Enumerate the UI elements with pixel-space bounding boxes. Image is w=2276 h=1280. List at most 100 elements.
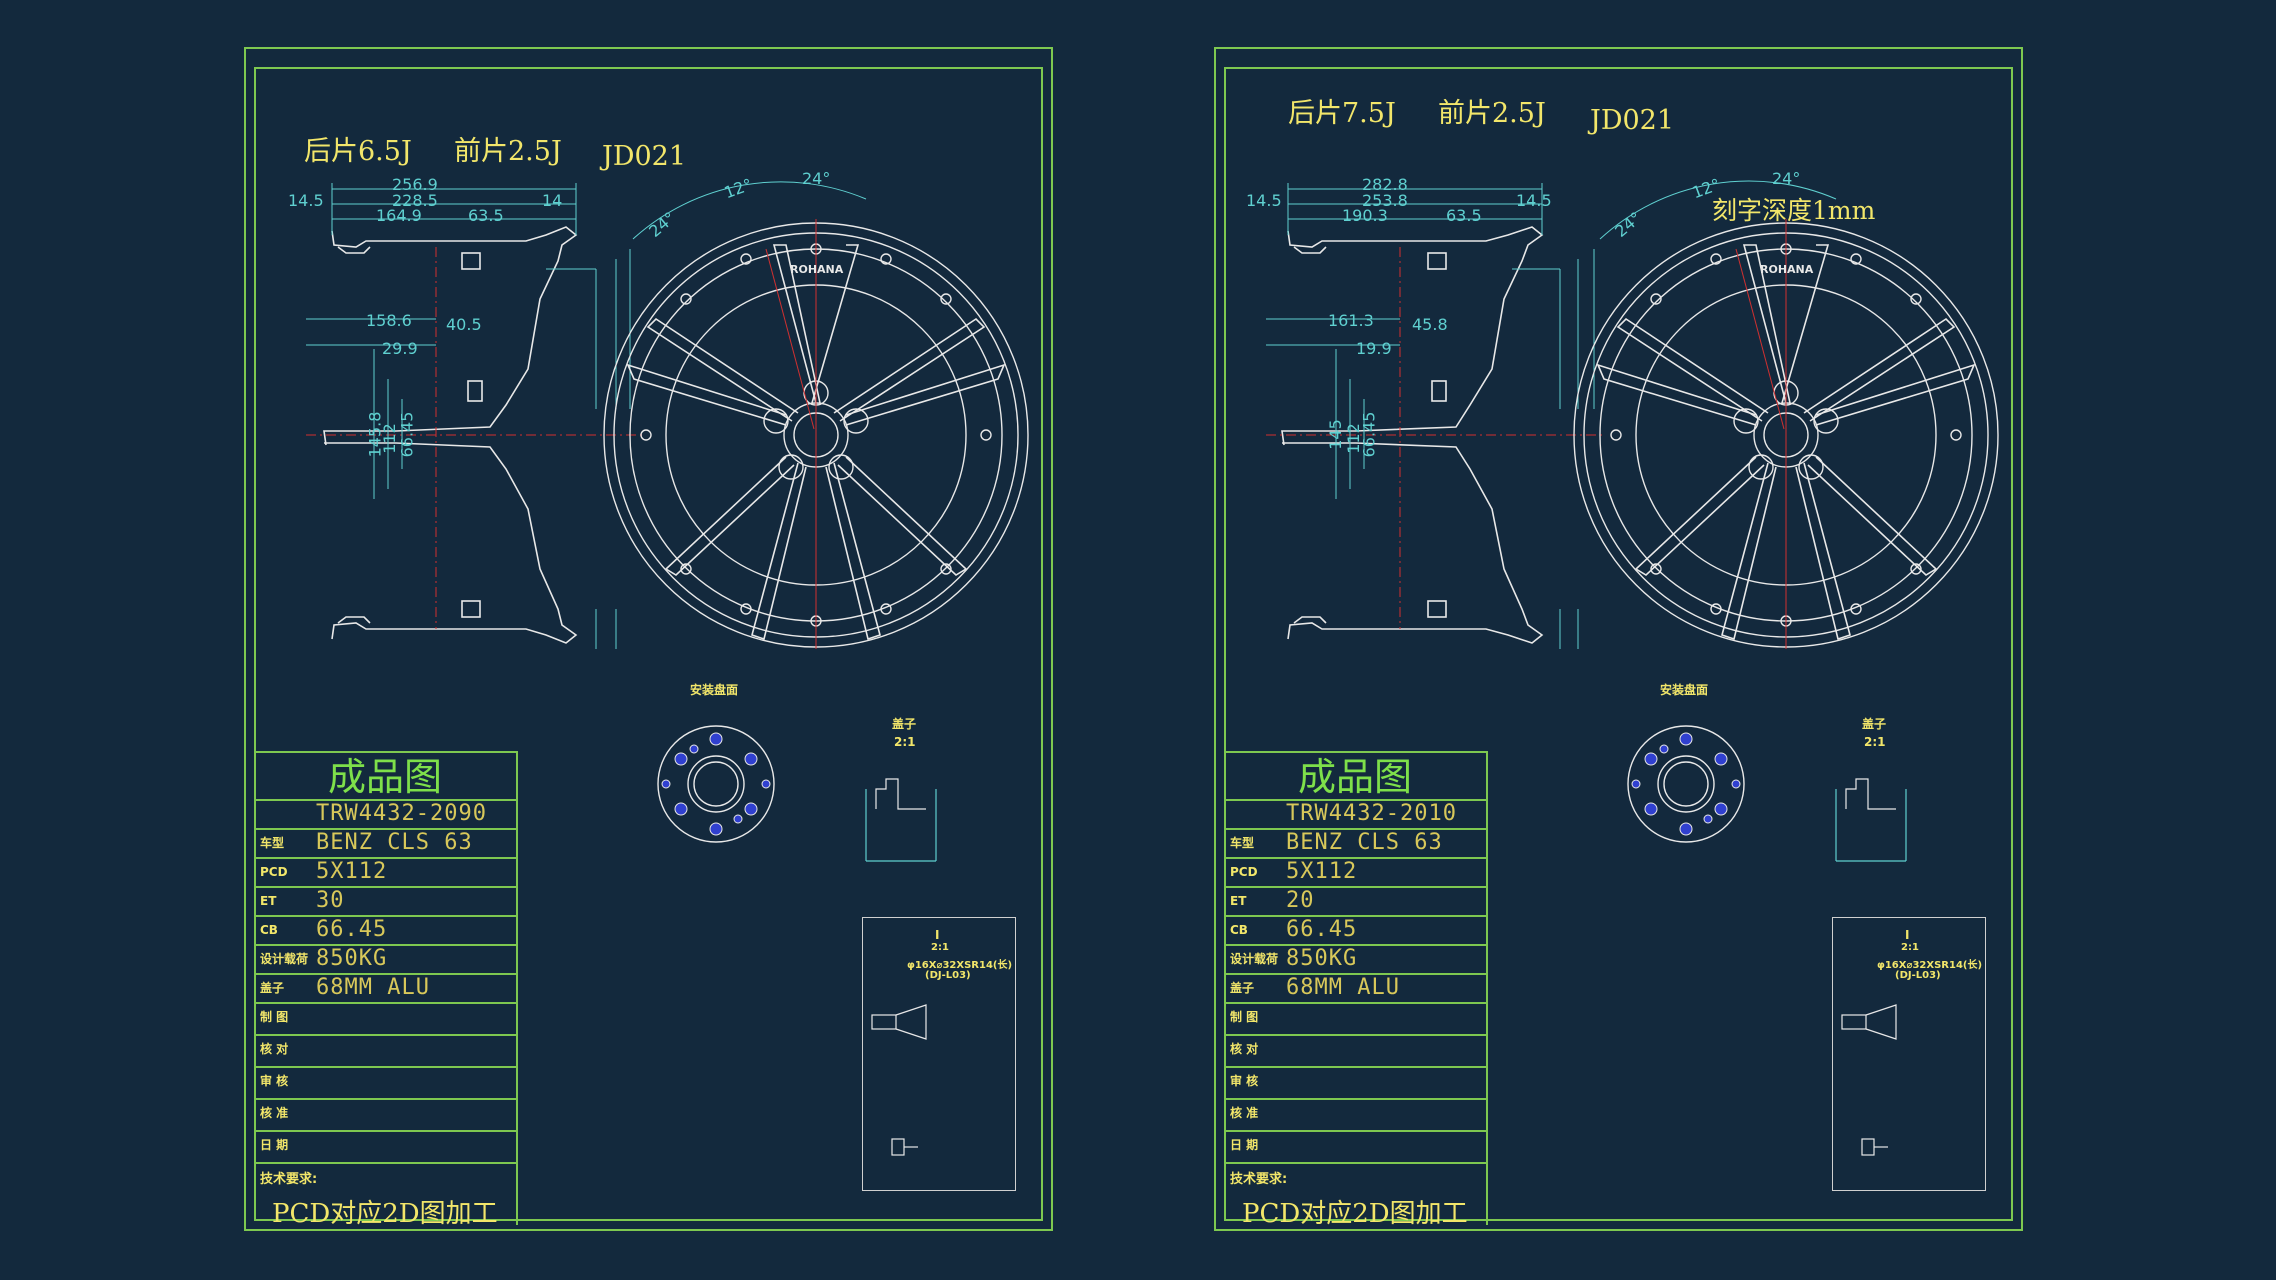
dim-overall-width: 256.9	[392, 175, 438, 194]
angle-spoke-right: 24°	[802, 169, 831, 188]
spoke-set	[1596, 244, 1976, 641]
dim-overall-width: 282.8	[1362, 175, 1408, 194]
row-value: 30	[316, 888, 345, 913]
row-value: 68MM ALU	[316, 975, 430, 1000]
model-code: JD021	[602, 141, 687, 172]
spoke-set	[626, 244, 1006, 641]
title-block-row: 审 核	[254, 1068, 516, 1100]
model-code: JD021	[1590, 105, 1675, 136]
row-value: 66.45	[316, 917, 388, 942]
dim-front-depth: 63.5	[468, 206, 504, 225]
mount-face-label: 安装盘面	[690, 683, 739, 697]
row-value	[316, 1100, 516, 1130]
dim-hub-offset: 29.9	[382, 339, 418, 358]
row-label: 制 图	[1230, 1010, 1259, 1024]
row-label: 审 核	[260, 1074, 289, 1088]
row-label: 审 核	[1230, 1074, 1259, 1088]
sheet-border	[1224, 67, 2013, 1221]
requirements-text: PCD对应2D图加工	[1242, 1199, 1468, 1229]
row-value	[316, 1068, 516, 1098]
brand-lettering: ROHANA	[1760, 263, 1814, 276]
detail-sub: (DJ-L03)	[1895, 970, 1941, 981]
title-block-row: 盖子 68MM ALU	[1224, 975, 1486, 1004]
row-value: 20	[1286, 888, 1315, 913]
title-block-row: 制 图	[254, 1004, 516, 1036]
row-value: 5X112	[1286, 859, 1358, 884]
title-block-row: 日 期	[254, 1132, 516, 1164]
row-value	[1286, 1004, 1486, 1034]
row-value: 850KG	[316, 946, 388, 971]
row-value: 66.45	[1286, 917, 1358, 942]
cap-profile	[865, 778, 937, 862]
front-piece-title: 前片2.5J	[1438, 98, 1546, 129]
dim-pad: 40.5	[446, 315, 482, 334]
centerlines	[1266, 247, 1606, 629]
row-label: PCD	[1230, 865, 1258, 879]
row-value	[316, 1132, 516, 1162]
detail-spec: φ16X⌀32XSR14(长)	[907, 960, 1013, 971]
detail-spec: φ16X⌀32XSR14(长)	[1877, 960, 1983, 971]
title-block-row: CB 66.45	[1224, 917, 1486, 946]
title-block-part-no: TRW4432-2010	[1224, 801, 1486, 830]
detail-scale: 2:1	[1901, 942, 1919, 953]
face-centerlines	[765, 219, 817, 649]
row-label: 设计载荷	[1230, 952, 1279, 966]
title-block-row: 日 期	[1224, 1132, 1486, 1164]
cap-label: 盖子	[892, 717, 917, 731]
row-label: 制 图	[260, 1010, 289, 1024]
row-label: ET	[260, 894, 277, 908]
row-value: 68MM ALU	[1286, 975, 1400, 1000]
dim-pcd-circle: 145	[1325, 419, 1345, 450]
dim-flange-right: 14	[542, 191, 563, 210]
row-value	[316, 1036, 516, 1066]
drawing-sheet-left[interactable]: 后片6.5J 前片2.5J JD021	[244, 47, 1053, 1231]
rear-piece-title: 后片6.5J	[304, 136, 412, 167]
dim-backspace: 161.3	[1328, 311, 1374, 330]
face-centerlines	[1735, 219, 1787, 649]
row-value	[1286, 1036, 1486, 1066]
detail-scale: 2:1	[931, 942, 949, 953]
sheet-border	[254, 67, 1043, 1221]
detail-i-box: I 2:1 φ16X⌀32XSR14(长) (DJ-L03)	[1832, 917, 1986, 1191]
mount-face-view	[1627, 725, 1745, 843]
title-block-row: 车型 BENZ CLS 63	[254, 830, 516, 859]
title-block-row: 制 图	[1224, 1004, 1486, 1036]
row-label: CB	[1230, 923, 1248, 937]
detail-sub: (DJ-L03)	[925, 970, 971, 981]
row-label: 盖子	[1230, 981, 1255, 995]
row-label: 车型	[260, 836, 285, 850]
cap-label: 盖子	[1862, 717, 1887, 731]
title-block-row: 核 对	[254, 1036, 516, 1068]
title-block-row: 核 准	[254, 1100, 516, 1132]
row-value	[316, 1004, 516, 1034]
row-value	[1286, 1100, 1486, 1130]
requirements-text: PCD对应2D图加工	[272, 1199, 498, 1229]
drawing-sheet-right[interactable]: 后片7.5J 前片2.5J JD021 刻字深度1mm	[1214, 47, 2023, 1231]
title-block-heading: 成品图	[1224, 753, 1486, 801]
dim-flange-right: 14.5	[1516, 191, 1552, 210]
row-value: BENZ CLS 63	[316, 830, 473, 855]
row-label: 核 准	[260, 1106, 289, 1120]
dimension-lines	[306, 181, 867, 649]
row-label: 日 期	[260, 1138, 289, 1152]
detail-i-drawing	[1841, 1004, 1897, 1156]
row-label: 核 准	[1230, 1106, 1259, 1120]
detail-title: I	[1905, 928, 1910, 942]
title-block-heading: 成品图	[254, 753, 516, 801]
title-block-row: 核 准	[1224, 1100, 1486, 1132]
detail-title: I	[935, 928, 940, 942]
title-block-row: 核 对	[1224, 1036, 1486, 1068]
cap-profile	[1835, 778, 1907, 862]
title-block-row: 审 核	[1224, 1068, 1486, 1100]
part-no-value: TRW4432-2010	[1286, 801, 1457, 826]
dim-rear-depth: 190.3	[1342, 206, 1388, 225]
centerlines	[306, 247, 646, 629]
detail-i-box: I 2:1 φ16X⌀32XSR14(长) (DJ-L03)	[862, 917, 1016, 1191]
